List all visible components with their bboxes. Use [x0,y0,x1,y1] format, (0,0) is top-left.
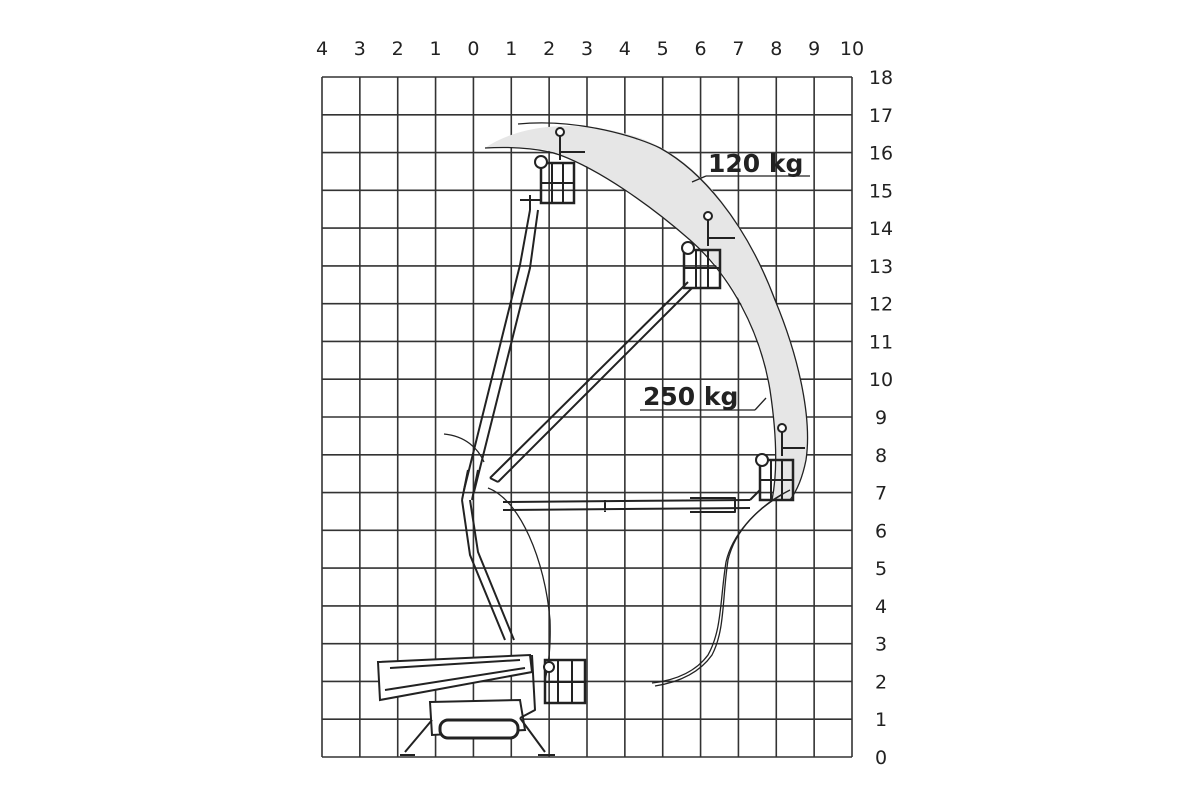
x-tick-label: 0 [467,38,479,60]
y-tick-label: 14 [869,218,893,240]
y-tick-label: 6 [875,520,887,542]
y-tick-label: 16 [869,143,893,165]
y-tick-label: 0 [875,747,887,769]
boom-position-diagonal [489,211,735,483]
y-tick-label: 2 [875,671,887,693]
envelope-120kg-band [485,125,808,500]
svg-text:250 kg: 250 kg [643,382,738,411]
x-tick-label: 10 [840,38,864,60]
lower-boom [461,469,515,641]
boom-position-horizontal [502,423,805,513]
boom-position-max-height [463,127,585,493]
x-tick-label: 5 [657,38,669,60]
label-120kg: 120 kg [691,149,810,183]
y-tick-label: 8 [875,445,887,467]
x-tick-label: 3 [354,38,366,60]
y-tick-label: 5 [875,558,887,580]
x-tick-label: 4 [316,38,328,60]
x-tick-label: 8 [770,38,782,60]
x-tick-label: 1 [430,38,442,60]
inner-reach-curve [487,487,551,681]
x-tick-label: 6 [695,38,707,60]
envelope-lower-curve-2 [651,493,784,684]
envelope-250kg-outer-line [484,146,777,501]
grid [321,76,853,758]
y-tick-label: 17 [869,105,893,127]
y-tick-label: 10 [869,369,893,391]
y-tick-label: 18 [869,67,893,89]
y-tick-label: 4 [875,596,887,618]
x-tick-label: 3 [581,38,593,60]
envelope-120kg-outer-line [517,122,809,501]
y-tick-label: 9 [875,407,887,429]
top-left-curve [443,433,485,463]
y-tick-label: 13 [869,256,893,278]
y-tick-label: 7 [875,483,887,505]
x-tick-label: 9 [808,38,820,60]
x-tick-label: 2 [392,38,404,60]
y-tick-label: 3 [875,634,887,656]
svg-text:120 kg: 120 kg [708,149,803,178]
y-tick-label: 12 [869,294,893,316]
y-tick-label: 1 [875,709,887,731]
x-tick-label: 7 [732,38,744,60]
x-tick-label: 1 [505,38,517,60]
label-250kg: 250 kg [640,382,767,411]
x-tick-label: 2 [543,38,555,60]
y-tick-label: 11 [869,331,893,353]
machine-base [376,653,587,756]
x-tick-label: 4 [619,38,631,60]
y-tick-label: 15 [869,180,893,202]
